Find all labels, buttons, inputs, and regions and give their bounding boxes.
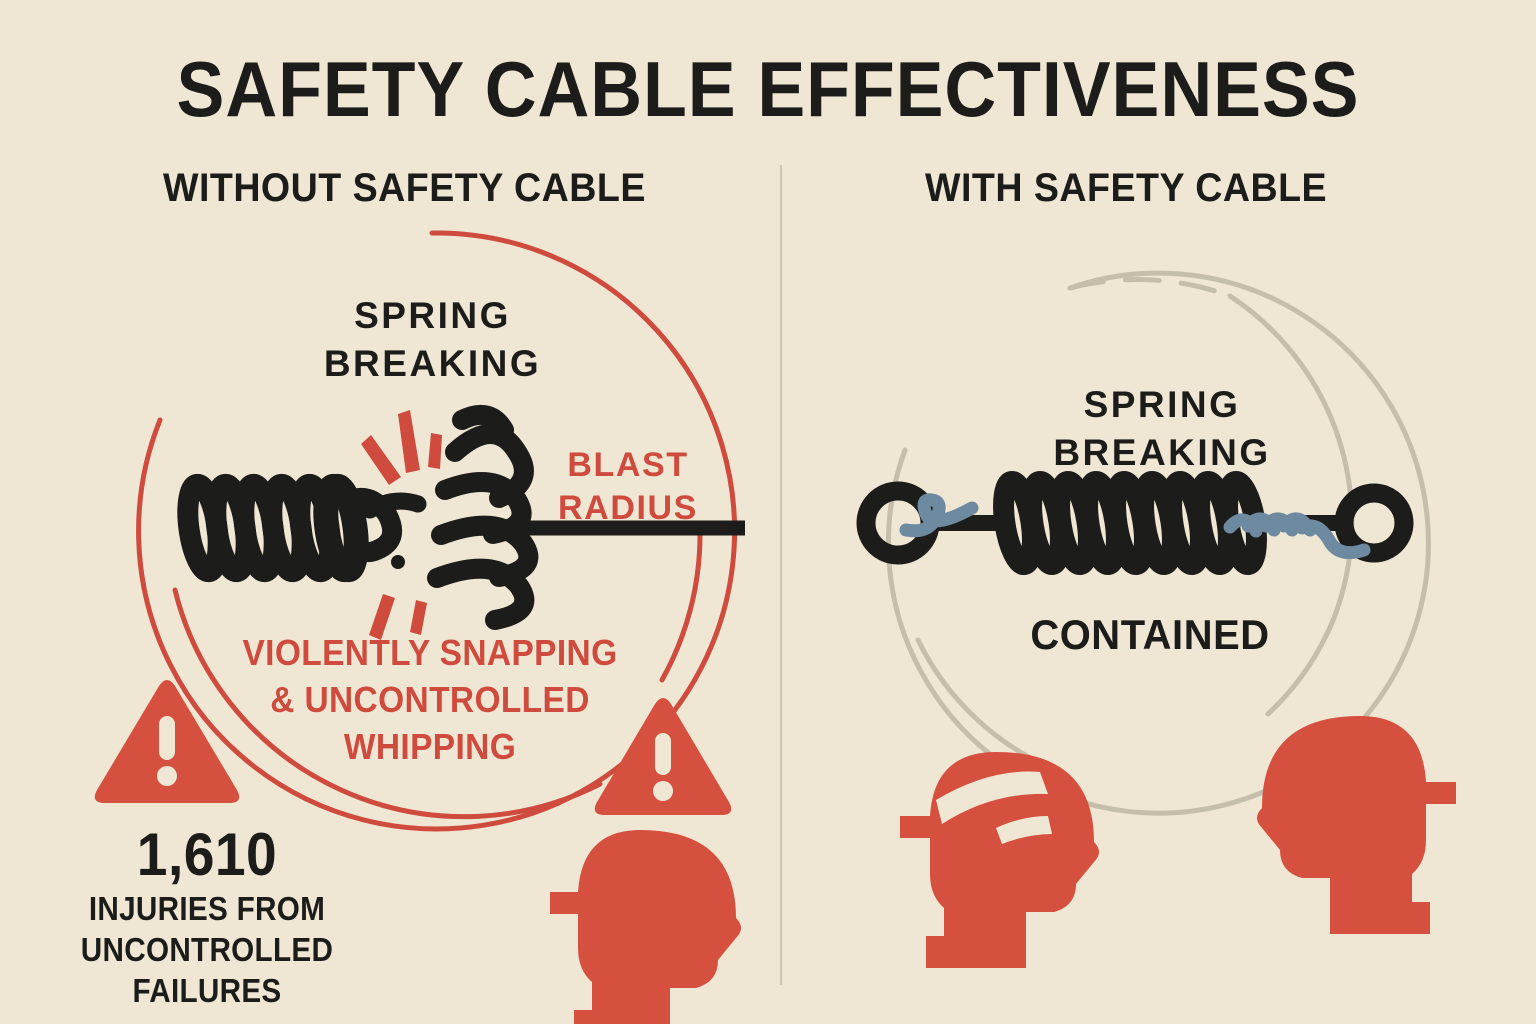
stat-caption-line3: FAILURES: [132, 972, 282, 1009]
right-spring-breaking-label: SPRING BREAKING: [1026, 381, 1298, 477]
stat-caption-line1: INJURIES FROM: [88, 890, 326, 927]
injury-statistic: 1,610 INJURIES FROM UNCONTROLLED FAILURE…: [62, 824, 352, 1011]
blast-radius-label: BLAST RADIUS: [558, 444, 698, 530]
right-panel-header: WITH SAFETY CABLE: [925, 166, 1328, 210]
hazard-line-2: & UNCONTROLLED: [270, 679, 590, 720]
left-panel-header: WITHOUT SAFETY CABLE: [163, 166, 646, 210]
hazard-line-1: VIOLENTLY SNAPPING: [242, 632, 618, 673]
right-spring-breaking-line1: SPRING: [1083, 384, 1241, 425]
hazard-description: VIOLENTLY SNAPPING & UNCONTROLLED WHIPPI…: [207, 629, 653, 770]
right-spring-breaking-line2: BREAKING: [1053, 432, 1271, 473]
page-title: SAFETY CABLE EFFECTIVENESS: [176, 45, 1360, 133]
stat-number: 1,610: [136, 821, 278, 888]
stat-caption-line2: UNCONTROLLED: [80, 931, 334, 968]
hazard-line-3: WHIPPING: [343, 726, 517, 767]
left-spring-breaking-line2: BREAKING: [323, 343, 542, 384]
safety-cable-icon: [899, 493, 1371, 560]
stat-caption: INJURIES FROM UNCONTROLLED FAILURES: [77, 888, 338, 1011]
left-spring-breaking-line1: SPRING: [354, 295, 511, 336]
bandaged-head-icon: [900, 752, 1099, 968]
panel-divider: [780, 165, 782, 985]
head-silhouette-icon-left: [550, 830, 741, 1024]
blast-radius-line2: RADIUS: [558, 489, 698, 527]
containment-circle-dashed: [885, 270, 1431, 816]
blast-radius-line1: BLAST: [567, 446, 689, 484]
head-silhouette-icon-right: [1257, 716, 1456, 934]
intact-spring-with-cable-icon: [856, 470, 1414, 576]
contained-status-label: CONTAINED: [1030, 611, 1270, 658]
left-spring-breaking-label: SPRING BREAKING: [305, 292, 560, 388]
impact-spark-icon: [361, 410, 442, 640]
